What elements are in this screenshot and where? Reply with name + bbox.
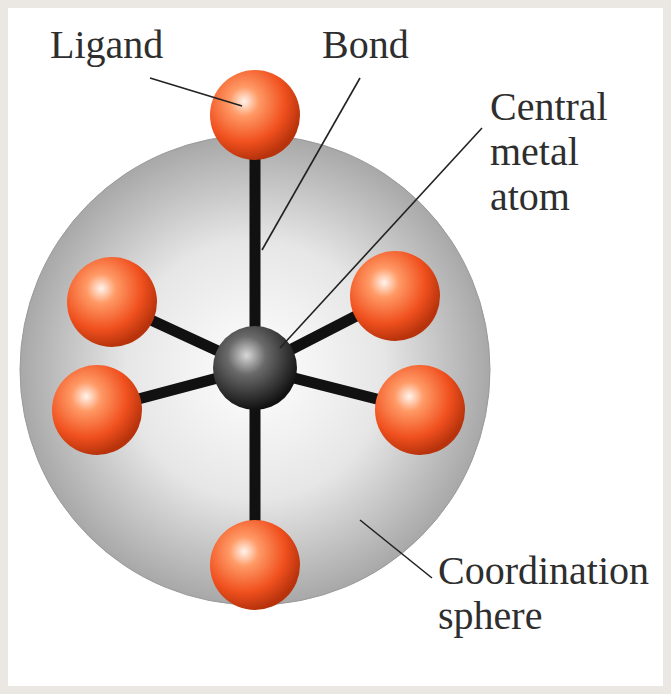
sphere-label: Coordination sphere (438, 548, 666, 638)
leader-lines (150, 78, 482, 578)
central-atom-label: Central metal atom (490, 84, 650, 219)
bond-lines (97, 118, 420, 565)
bond-label: Bond (322, 22, 522, 67)
metal-atom (213, 326, 297, 410)
ligand-label: Ligand (50, 22, 250, 67)
ligand-spheres (52, 70, 465, 610)
